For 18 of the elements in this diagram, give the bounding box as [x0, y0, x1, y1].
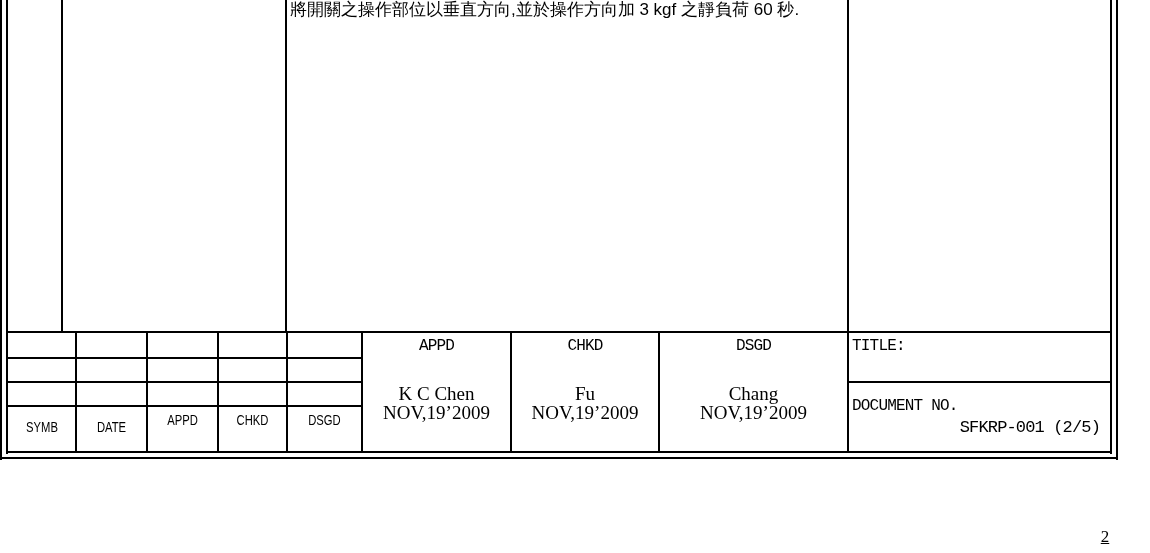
column-header: CHKD [236, 411, 269, 428]
name-text: Fu [574, 383, 596, 404]
column-header: DSGD [735, 337, 772, 355]
note-text: 將開關之操作部位以垂直方向,並於操作方向加 3 kgf 之靜負荷 60 秒. [290, 0, 800, 19]
name-text: Chang [728, 383, 779, 404]
column-header: SYMB [26, 418, 58, 435]
column-header: DATE [96, 418, 127, 435]
field-label: TITLE: [852, 337, 905, 355]
column-header: CHKD [567, 337, 603, 355]
column-header: APPD [418, 337, 455, 355]
name-text: K C Chen [398, 383, 475, 404]
field-label: DOCUMENT NO. [852, 397, 958, 415]
column-header: APPD [167, 411, 198, 428]
column-header: DSGD [308, 411, 341, 428]
document-number: SFKRP-001 (2/5) [959, 418, 1100, 437]
date-text: NOV,19’2009 [531, 402, 639, 423]
date-text: NOV,19’2009 [383, 402, 490, 423]
page-number: 2 [1100, 527, 1110, 546]
